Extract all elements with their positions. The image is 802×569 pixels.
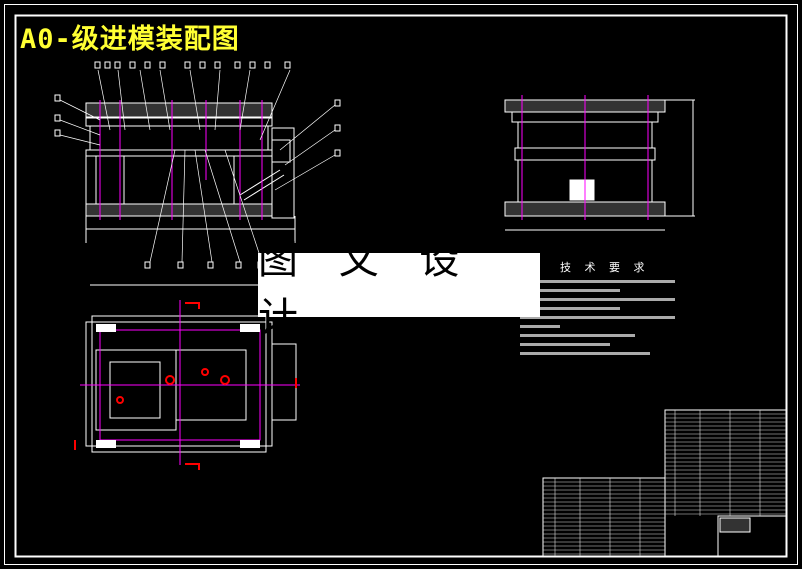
technical-requirements-title: 技 术 要 求 (560, 261, 650, 274)
front-section-view (54, 61, 341, 269)
outer-border (4, 4, 798, 565)
technical-requirements-lines (520, 280, 675, 355)
watermark: 图 文 设 计 (258, 237, 540, 341)
plan-view (74, 284, 300, 470)
title-block (542, 409, 787, 557)
inner-frame (14, 14, 788, 558)
drawing-title: A0-级进模装配图 (20, 24, 240, 55)
table-lines (543, 410, 786, 556)
watermark-text: 图 文 设 计 (258, 237, 474, 341)
side-view (504, 95, 695, 231)
